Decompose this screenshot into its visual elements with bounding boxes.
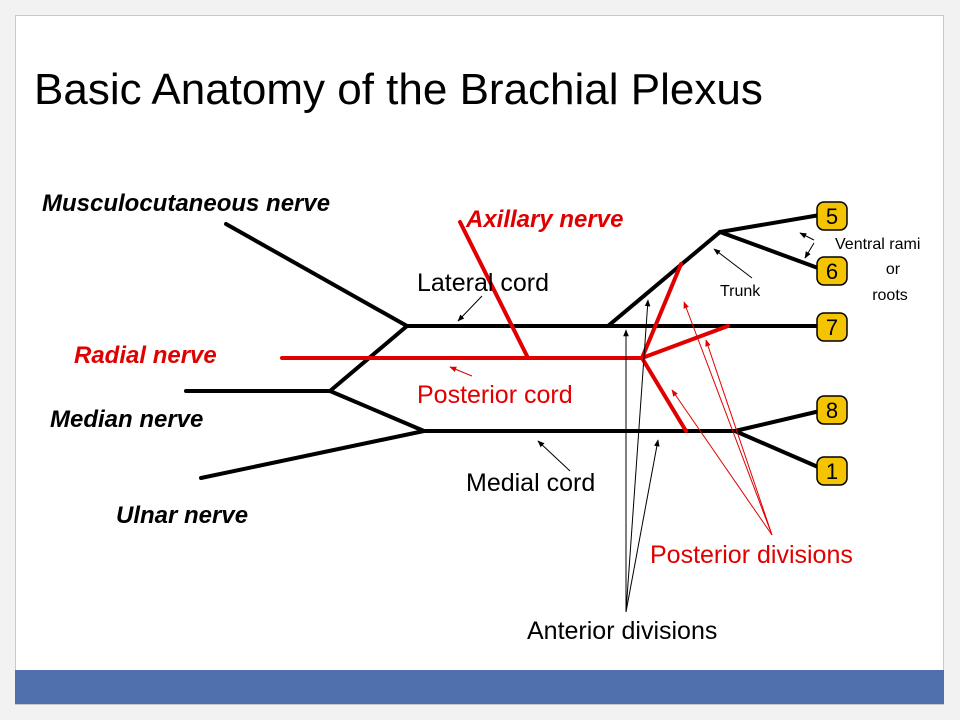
anterior-divisions-pointer-2 (625, 299, 651, 613)
ventral-rami-pointer-1 (799, 232, 815, 241)
axillary-nerve-label: Axillary nerve (465, 206, 623, 233)
lateral-cord-pointer (457, 295, 483, 322)
axillary-nerve-line (458, 220, 530, 360)
root-number-c5: 5 (826, 204, 838, 229)
radial-nerve-label: Radial nerve (74, 342, 217, 369)
c5-root-line (718, 213, 822, 234)
c8-root-line (733, 409, 822, 433)
median-nerve-label: Median nerve (50, 406, 203, 433)
upper-posterior-division-line (640, 262, 683, 360)
root-badge-c6: 6 (816, 256, 848, 286)
posterior-divisions-label: Posterior divisions (650, 541, 853, 569)
t1-root-line (733, 429, 820, 469)
posterior-divisions-pointer-2 (705, 339, 773, 536)
median-medial-root-line (328, 389, 426, 433)
ventral-rami-label: Ventral rami (835, 236, 920, 253)
posterior-divisions-pointer-3 (671, 389, 773, 536)
root-badge-t1: 1 (816, 456, 848, 486)
page-title: Basic Anatomy of the Brachial Plexus (34, 65, 763, 114)
ventral-rami-pointer-2 (804, 242, 815, 259)
anterior-divisions-pointer-3 (625, 439, 660, 613)
root-badge-c5: 5 (816, 201, 848, 231)
trunk-label: Trunk (720, 283, 761, 300)
lateral-cord-label: Lateral cord (417, 269, 549, 297)
anterior-divisions-label: Anterior divisions (527, 617, 717, 645)
black-nerves (184, 213, 840, 480)
root-badge-c8: 8 (816, 395, 848, 425)
red-pointers (449, 301, 773, 536)
lower-posterior-division-line (640, 356, 688, 433)
black-pointers (457, 232, 815, 613)
c6-root-line (718, 230, 820, 270)
ventral-rami-roots-label: roots (872, 287, 908, 304)
root-number-t1: 1 (826, 459, 838, 484)
root-number-c6: 6 (826, 259, 838, 284)
ventral-rami-or-label: or (886, 261, 901, 278)
posterior-cord-pointer (449, 366, 473, 377)
ulnar-nerve-label: Ulnar nerve (116, 502, 248, 529)
red-nerves (280, 220, 730, 433)
medial-cord-label: Medial cord (466, 469, 595, 497)
root-number-c8: 8 (826, 398, 838, 423)
posterior-cord-label: Posterior cord (417, 381, 573, 409)
musculocutaneous-nerve-line (224, 222, 409, 328)
posterior-divisions-pointer-1 (683, 301, 773, 536)
footer-bar (15, 670, 944, 704)
ulnar-nerve-line (199, 429, 426, 480)
root-number-c7: 7 (826, 315, 838, 340)
root-badge-c7: 7 (816, 312, 848, 342)
medial-cord-pointer (537, 440, 571, 472)
trunk-pointer (713, 248, 753, 279)
musculocutaneous-nerve-label: Musculocutaneous nerve (42, 190, 330, 217)
upper-trunk-anterior-line (606, 230, 722, 328)
middle-posterior-division-line (640, 324, 730, 360)
